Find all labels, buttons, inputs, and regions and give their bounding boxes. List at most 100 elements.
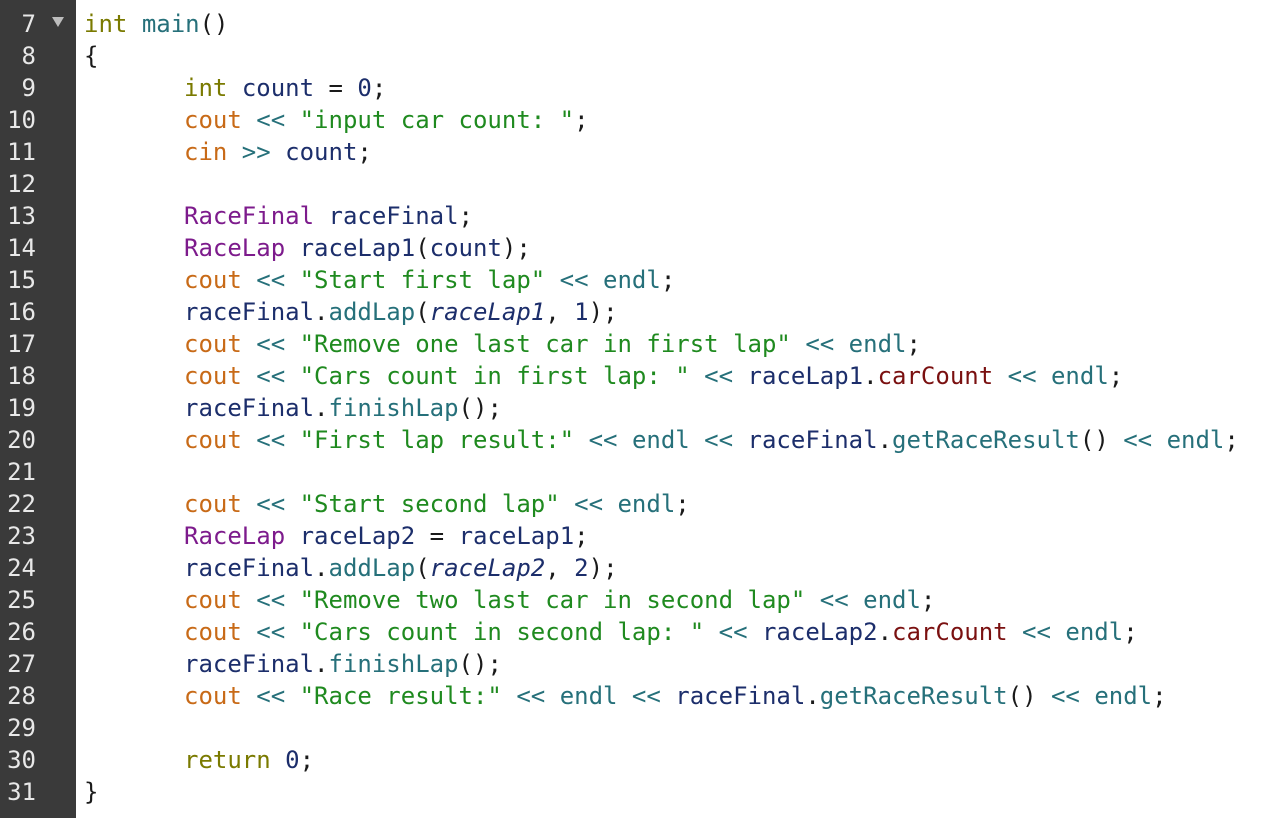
code-line[interactable]: raceFinal.finishLap(); (84, 392, 502, 424)
code-token: ; (516, 234, 531, 262)
code-token: ; (574, 106, 589, 134)
code-token: count (429, 234, 502, 262)
line-number: 25 (7, 586, 36, 614)
code-token: cout (184, 362, 242, 390)
code-line[interactable]: RaceLap raceLap2 = raceLap1; (84, 520, 589, 552)
code-token: endl (559, 682, 618, 710)
code-token: ; (1224, 426, 1239, 454)
code-line[interactable]: raceFinal.addLap(raceLap2, 2); (84, 552, 618, 584)
line-number: 28 (7, 682, 36, 710)
code-token: ; (1123, 618, 1138, 646)
code-token: 0 (357, 74, 372, 102)
code-token (127, 10, 141, 38)
code-token: RaceFinal (184, 202, 315, 230)
code-line[interactable]: RaceFinal raceFinal; (84, 200, 473, 232)
fold-triangle-icon[interactable] (52, 17, 64, 27)
code-token: >> (227, 138, 286, 166)
code-token (285, 522, 299, 550)
code-line[interactable]: cout << "Race result:" << endl << raceFi… (84, 680, 1167, 712)
code-token: endl (848, 330, 907, 358)
code-token: ; (458, 202, 473, 230)
code-line[interactable]: cout << "First lap result:" << endl << r… (84, 424, 1239, 456)
code-token: cout (184, 586, 242, 614)
code-token: endl (1166, 426, 1225, 454)
code-token: return (184, 746, 271, 774)
code-line[interactable]: return 0; (84, 744, 314, 776)
code-line[interactable]: int main() (84, 8, 229, 40)
code-token: int (184, 74, 228, 102)
code-line[interactable]: cout << "Remove two last car in second l… (84, 584, 935, 616)
code-token: ; (487, 394, 502, 422)
code-token: . (877, 426, 893, 454)
code-line[interactable]: } (84, 776, 98, 808)
code-line[interactable]: cin >> count; (84, 136, 372, 168)
code-token: getRaceResult (892, 426, 1080, 454)
code-token: << (574, 426, 632, 454)
code-line[interactable]: raceFinal.finishLap(); (84, 648, 502, 680)
code-token: ; (1152, 682, 1167, 710)
code-token: . (314, 298, 329, 326)
code-token (271, 746, 285, 774)
code-token: 2 (574, 554, 589, 582)
code-line[interactable]: cout << "Cars count in first lap: " << r… (84, 360, 1123, 392)
line-number: 30 (7, 746, 36, 774)
code-token: "Cars count in first lap: " (299, 362, 690, 390)
code-line[interactable]: int count = 0; (84, 72, 386, 104)
code-line[interactable]: raceFinal.addLap(raceLap1, 1); (84, 296, 618, 328)
code-token: . (314, 554, 329, 582)
line-number: 12 (7, 170, 36, 198)
code-line[interactable]: { (84, 40, 98, 72)
code-token: RaceLap (184, 234, 286, 262)
code-token: << (790, 330, 849, 358)
line-number: 19 (7, 394, 36, 422)
code-token: raceLap1 (747, 362, 864, 390)
code-token: << (1007, 618, 1066, 646)
code-line[interactable]: cout << "Start first lap" << endl; (84, 264, 675, 296)
code-token: endl (631, 426, 690, 454)
code-token: << (501, 682, 560, 710)
code-token: . (805, 682, 820, 710)
code-token: ) (588, 554, 604, 582)
code-line[interactable]: cout << "Cars count in second lap: " << … (84, 616, 1138, 648)
code-token: ; (299, 746, 315, 774)
code-token: ( (415, 298, 430, 326)
code-token (314, 202, 328, 230)
line-number: 26 (7, 618, 36, 646)
line-number: 11 (7, 138, 36, 166)
line-number: 18 (7, 362, 36, 390)
code-token: ; (357, 138, 372, 166)
line-number: 9 (21, 74, 36, 102)
code-token: 0 (285, 746, 300, 774)
code-token: cout (184, 266, 242, 294)
code-line[interactable]: cout << "Start second lap" << endl; (84, 488, 690, 520)
code-token: << (1036, 682, 1095, 710)
code-token: "Start first lap" (299, 266, 546, 294)
code-token: << (689, 426, 748, 454)
line-number: 14 (7, 234, 36, 262)
code-token: () (458, 650, 488, 678)
code-token: ( (415, 554, 430, 582)
code-token: << (545, 266, 604, 294)
code-token: ) (501, 234, 517, 262)
code-token: << (241, 586, 300, 614)
code-token: ( (415, 234, 430, 262)
code-token: . (863, 362, 878, 390)
code-token: << (617, 682, 676, 710)
code-token: raceLap1 (458, 522, 575, 550)
code-line[interactable]: RaceLap raceLap1(count); (84, 232, 531, 264)
code-token: raceFinal (184, 554, 315, 582)
code-token: raceFinal (675, 682, 806, 710)
code-line[interactable]: cout << "Remove one last car in first la… (84, 328, 921, 360)
line-number: 13 (7, 202, 36, 230)
code-token: raceFinal (184, 394, 315, 422)
code-token: ; (371, 74, 387, 102)
line-number: 8 (21, 42, 36, 70)
code-token: ; (660, 266, 676, 294)
code-line[interactable]: cout << "input car count: "; (84, 104, 589, 136)
code-area[interactable]: int main(){int count = 0;cout << "input … (76, 0, 1266, 818)
code-token (227, 74, 241, 102)
code-token: "Start second lap" (299, 490, 560, 518)
code-token: raceLap2 (761, 618, 878, 646)
